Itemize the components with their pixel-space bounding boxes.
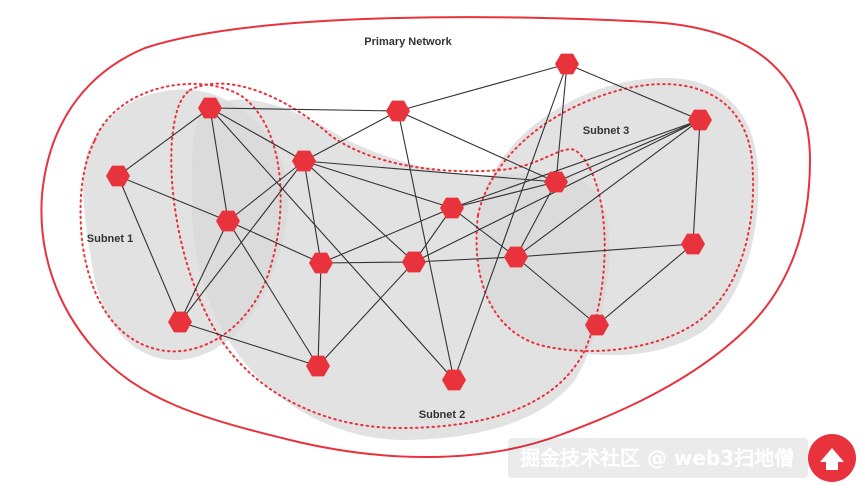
node-A [198,97,222,119]
node-C [106,165,130,187]
subnet-2-dotted-boundary [170,82,606,430]
node-G [309,252,333,274]
edge-H-N [451,119,701,209]
node-B [386,100,410,122]
node-O [681,233,705,255]
subnet-1-label: Subnet 1 [87,233,133,245]
edge-B-E [303,110,399,162]
edge-A-C [117,107,211,177]
edge-A-D [209,107,229,222]
node-K [504,246,528,268]
edge-G-J [320,261,415,264]
edge-J-K [413,256,517,263]
edge-D-G [227,220,322,264]
node-L [555,53,579,75]
primary-network-label: Primary Network [364,36,452,48]
edge-I-J [317,261,415,367]
edge-B-M [397,110,557,183]
edge-M-L [555,63,568,183]
subnet-1-dotted-boundary [79,82,282,353]
edge-L-N [566,63,701,121]
node-M [544,171,568,193]
node-H [440,197,464,219]
edge-Q-L [453,63,568,381]
edge-E-G [303,160,322,264]
juejin-logo-icon [808,434,856,482]
node-I [306,355,330,377]
edge-A-B [209,107,399,112]
primary-network-boundary [40,16,812,458]
edge-G-I [317,262,322,367]
watermark: 掘金技术社区 @ web3扫地僧 [508,434,856,482]
edge-M-N [555,119,701,183]
edge-H-K [451,207,517,258]
edge-O-P [596,243,694,326]
edge-A-Q [209,107,455,381]
edge-K-O [515,243,694,258]
edge-D-F [179,220,229,323]
node-Q [442,369,466,391]
node-D [216,210,240,232]
edge-K-P [515,256,598,326]
edge-H-M [451,181,557,209]
edge-G-H [320,207,453,264]
node-P [585,314,609,336]
edge-E-F [179,160,305,323]
subnet-3-label: Subnet 3 [583,125,629,137]
edge-A-E [209,107,305,162]
node-N [688,109,712,131]
edge-K-N [515,119,701,258]
node-E [292,150,316,172]
subnet-3-dotted-boundary [475,83,755,352]
edge-C-F [117,175,181,323]
network-edges [117,63,701,381]
subnet-dotted-boundaries [79,82,755,430]
edge-F-I [179,321,319,367]
edge-C-D [117,175,229,222]
subnet-shading [83,77,759,440]
watermark-backdrop [508,438,808,478]
watermark-text: 掘金技术社区 @ web3扫地僧 [520,446,794,470]
edge-E-J [303,160,415,263]
edge-D-E [227,160,305,222]
network-nodes [106,53,712,391]
edge-D-I [227,220,319,367]
subnet-2-label: Subnet 2 [419,409,465,421]
node-F [168,311,192,333]
edge-B-L [397,63,568,112]
edge-E-H [303,160,453,209]
subnet-3-shade [477,77,759,356]
edge-E-M [303,160,557,183]
edge-N-O [692,119,701,245]
node-J [402,251,426,273]
